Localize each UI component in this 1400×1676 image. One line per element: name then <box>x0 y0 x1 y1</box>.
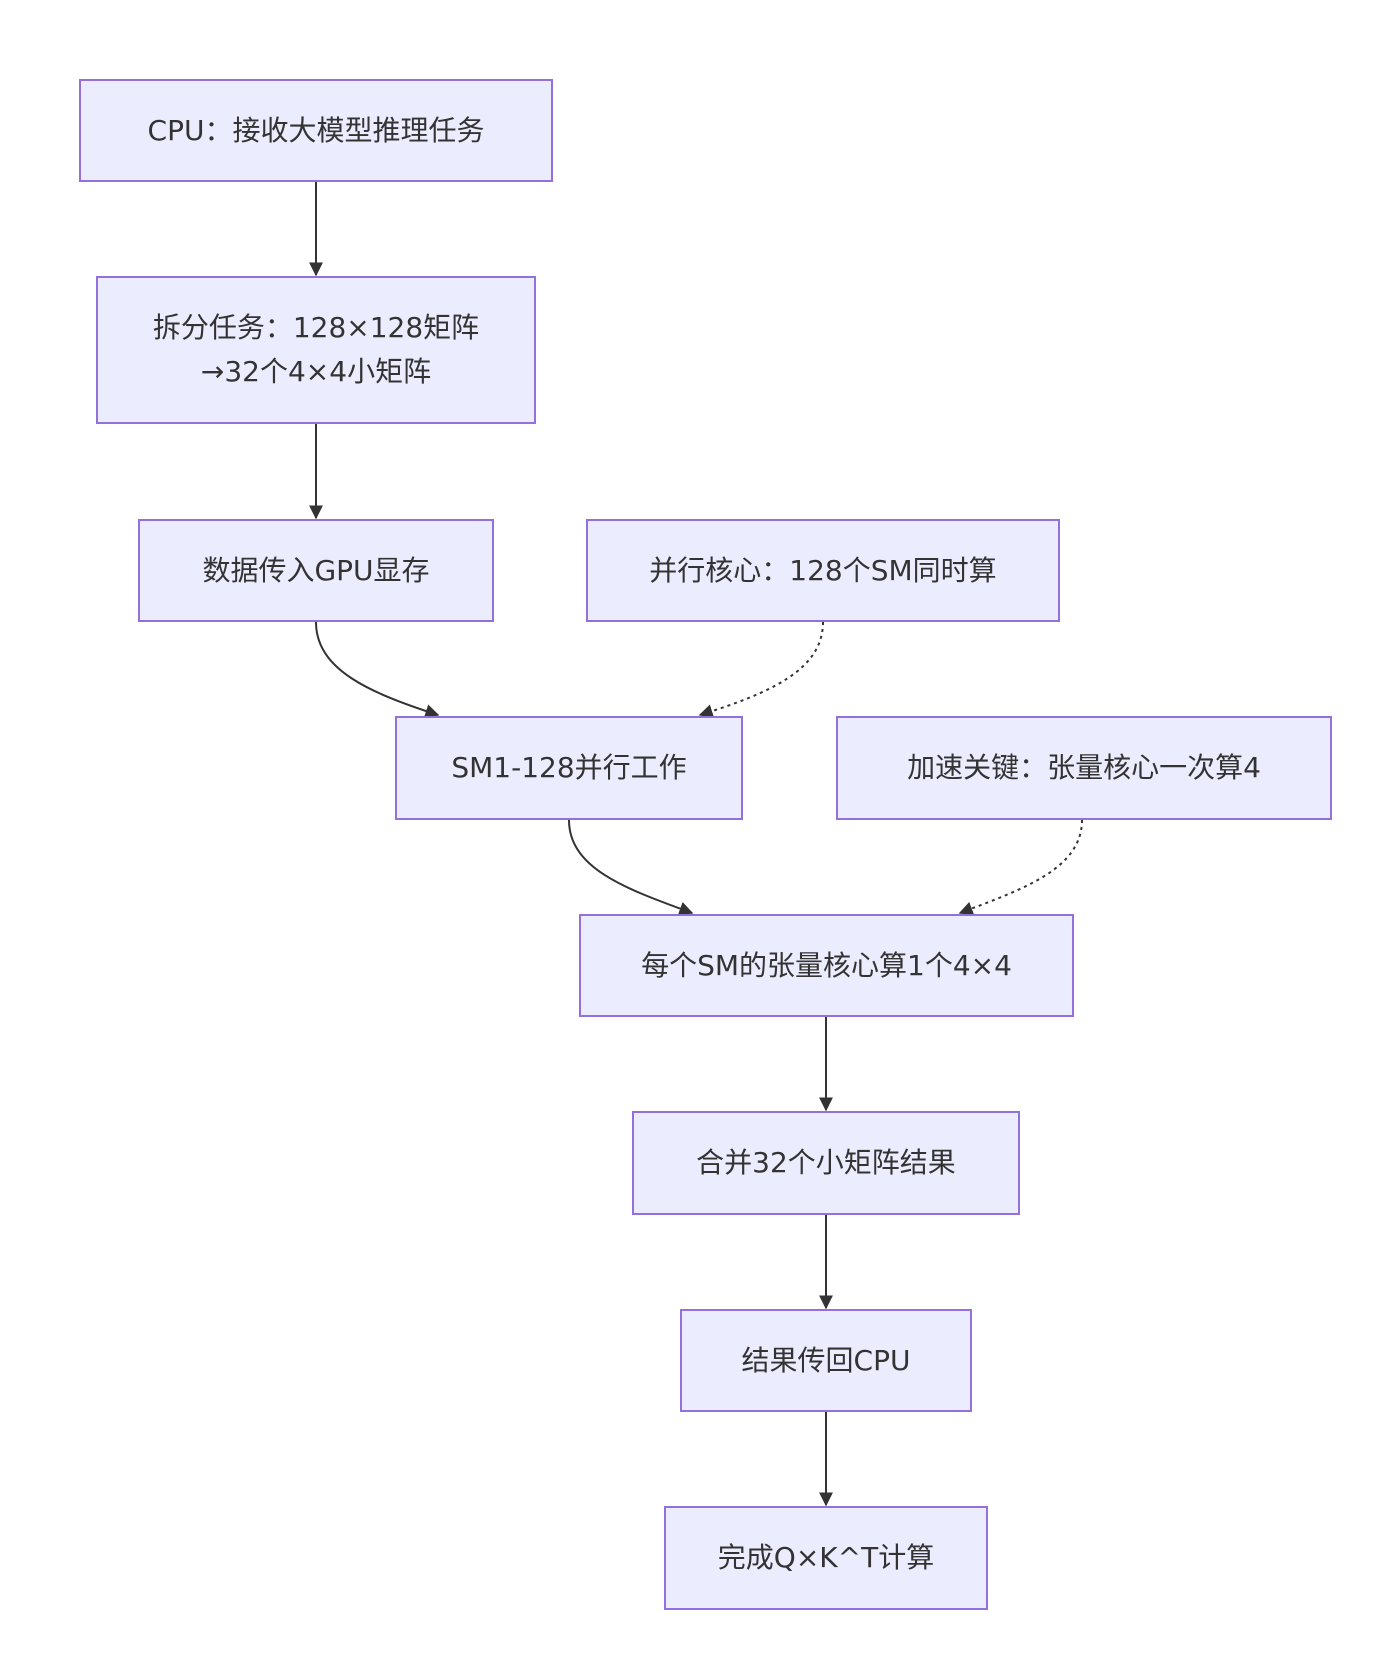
node-to-gpu-label: 数据传入GPU显存 <box>202 553 430 587</box>
node-merge-label: 合并32个小矩阵结果 <box>696 1146 956 1179</box>
node-split-task-line1: 拆分任务：128×128矩阵 <box>152 311 480 344</box>
node-parallel-cores: 并行核心：128个SM同时算 <box>586 519 1060 622</box>
node-to-gpu: 数据传入GPU显存 <box>138 519 494 622</box>
node-accel-key-label: 加速关键：张量核心一次算4 <box>907 751 1261 784</box>
edge-parallel-to-sm <box>698 621 824 718</box>
node-accel-key: 加速关键：张量核心一次算4 <box>836 716 1332 820</box>
edge-sm-to-tensor <box>568 819 694 916</box>
edge-gpu-to-sm <box>315 621 440 718</box>
node-done-label: 完成Q×K^T计算 <box>717 1541 935 1574</box>
node-split-task-line2: →32个4×4小矩阵 <box>200 355 432 388</box>
node-sm-parallel-label: SM1-128并行工作 <box>451 751 687 784</box>
node-tensor-core-label: 每个SM的张量核心算1个4×4 <box>641 948 1012 982</box>
node-return-cpu: 结果传回CPU <box>680 1309 972 1412</box>
edge-accel-to-tensor <box>958 819 1083 916</box>
node-tensor-core: 每个SM的张量核心算1个4×4 <box>579 914 1074 1017</box>
node-sm-parallel: SM1-128并行工作 <box>395 716 743 820</box>
node-parallel-cores-label: 并行核心：128个SM同时算 <box>649 553 997 587</box>
node-split-task: 拆分任务：128×128矩阵 →32个4×4小矩阵 <box>96 276 536 424</box>
node-return-cpu-label: 结果传回CPU <box>741 1343 911 1377</box>
node-merge: 合并32个小矩阵结果 <box>632 1111 1020 1215</box>
node-cpu-task-label: CPU：接收大模型推理任务 <box>147 113 485 147</box>
node-cpu-task: CPU：接收大模型推理任务 <box>79 79 553 182</box>
node-done: 完成Q×K^T计算 <box>664 1506 988 1610</box>
